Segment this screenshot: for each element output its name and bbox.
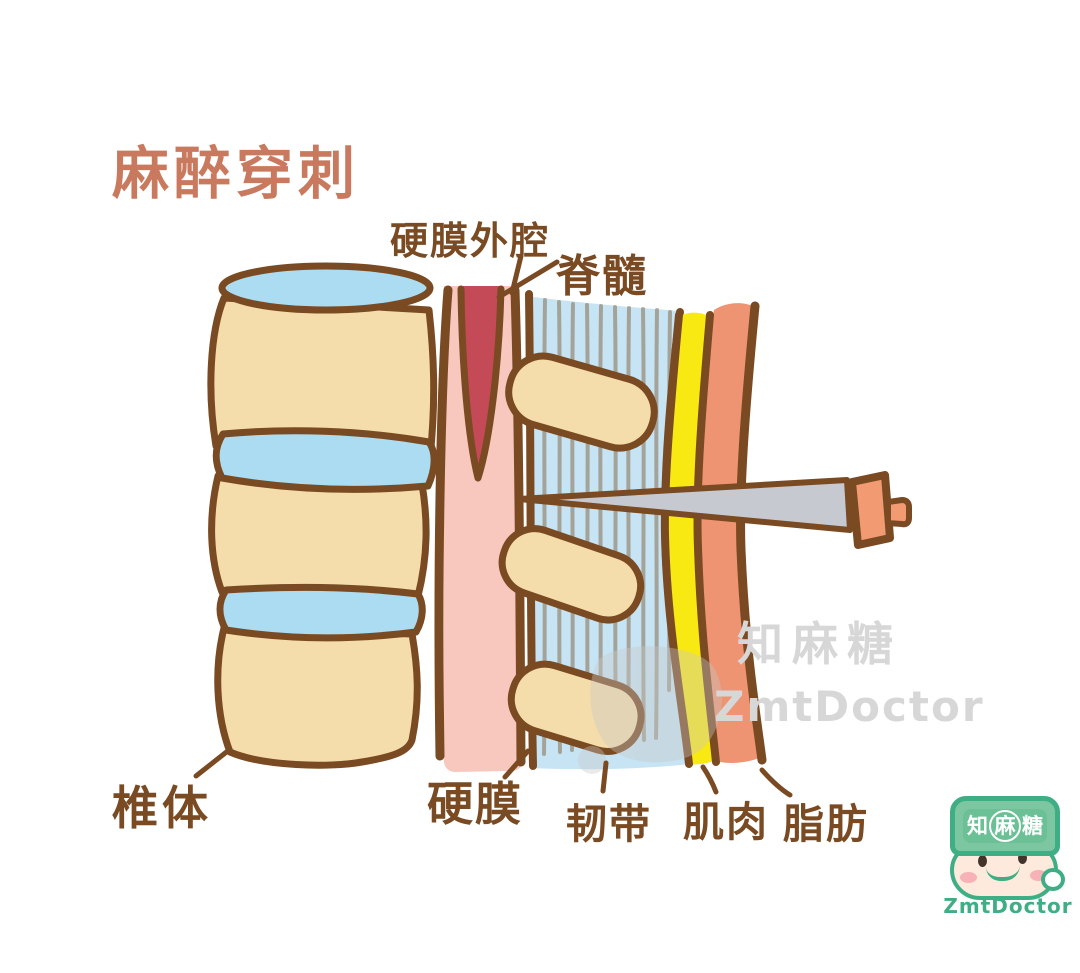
fat-right-edge [736, 301, 767, 765]
watermark-cn: 知麻糖 [737, 617, 902, 671]
spinal-cord-outline [457, 285, 505, 482]
logo-smile [986, 862, 1020, 881]
label-dura: 硬膜 [427, 777, 523, 831]
logo-eye-left [978, 855, 987, 867]
label-spinal-cord: 脊髓 [556, 251, 648, 302]
page-title: 麻醉穿刺 [112, 141, 360, 207]
logo-eye-right [1018, 852, 1027, 864]
disc-2 [216, 583, 426, 642]
logo-cap-char2-circled: 麻 [989, 810, 1021, 842]
needle-connector [885, 497, 912, 528]
leader-dura [502, 748, 531, 780]
ligament-fiber [654, 308, 659, 740]
muscle-right-edge [693, 311, 720, 766]
logo-cheek-left [960, 872, 977, 883]
leader-ligament [600, 760, 609, 794]
spinous-process-2 [498, 525, 645, 624]
vertebra-body-2 [208, 472, 430, 600]
watermark-en: ZmtDoctor [714, 682, 985, 731]
zmtdoctor-logo: 知 麻 糖 ZmtDoctor [942, 780, 1074, 922]
leader-fat [759, 767, 793, 798]
leader-lines [193, 253, 793, 798]
muscle-left-edge [660, 311, 693, 768]
logo-cheek-right [1030, 870, 1047, 881]
disc-1 [212, 427, 438, 493]
vertebra-body-3 [214, 624, 421, 769]
needle-shaft [516, 477, 853, 533]
logo-cap-char1: 知 [967, 813, 988, 838]
illustration [193, 253, 912, 798]
label-fat: 脂肪 [783, 800, 869, 848]
vertebral-column [207, 262, 438, 769]
leader-spinal-cord [496, 259, 560, 300]
vertebra-top-face [218, 262, 434, 314]
logo-cap-char3: 糖 [1022, 813, 1043, 838]
logo-cap-text: 知 麻 糖 [963, 809, 1047, 843]
label-vertebral-body: 椎体 [112, 781, 212, 835]
spinous-process-1 [505, 352, 658, 452]
label-ligament: 韧带 [566, 800, 652, 848]
logo-stethoscope-ear [1041, 868, 1065, 891]
watermark-logo-shape [578, 646, 722, 774]
ligament-fiber [641, 307, 646, 742]
spinous-process-3 [507, 660, 645, 755]
needle-hub [848, 471, 894, 549]
label-epidural-space: 硬膜外腔 [390, 219, 551, 263]
logo-cap: 知 麻 糖 [950, 796, 1060, 856]
dura-left-edge [434, 285, 453, 761]
leader-muscle [700, 764, 719, 795]
spinous-processes [498, 352, 658, 755]
label-muscle: 肌肉 [683, 798, 769, 846]
logo-caption: ZmtDoctor [943, 894, 1073, 918]
leader-vertebral-body [193, 747, 232, 779]
epidural-needle [516, 471, 912, 549]
